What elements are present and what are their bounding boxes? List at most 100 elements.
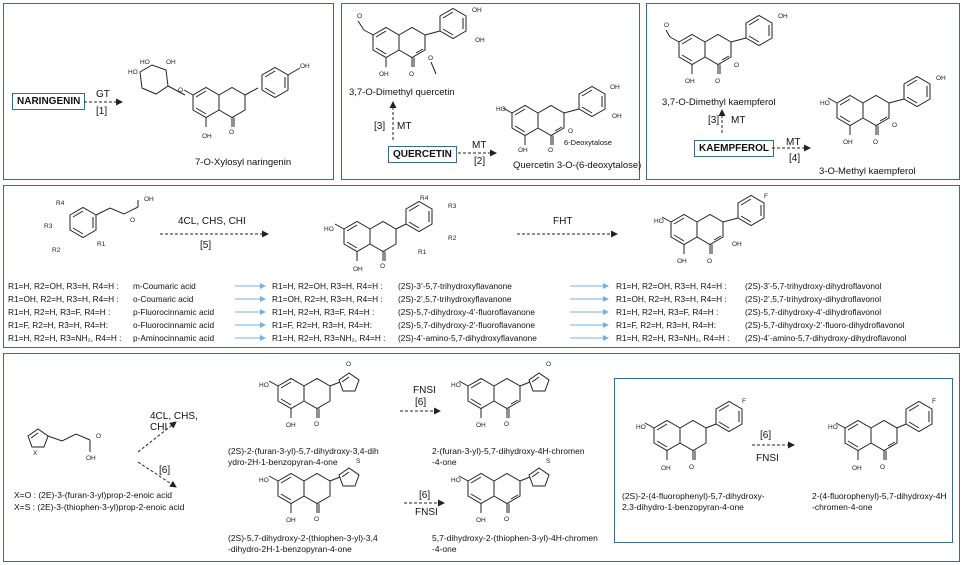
flavanonol-substituents: R1=H, R2=H, R3=NH₂, R4=H : <box>616 333 730 343</box>
svg-text:O: O <box>130 217 135 224</box>
furan-flavone-label: 2-(furan-3-yl)-5,7-dihydroxy-4H-chromen … <box>432 446 585 467</box>
svg-text:OH: OH <box>936 75 946 82</box>
cinnamic-enzymes-label: 4CL, CHS, CHI <box>178 216 246 227</box>
svg-text:R4: R4 <box>420 195 429 202</box>
svg-text:O: O <box>504 516 509 523</box>
furan-flavone-structure: HO O OH O <box>451 361 551 429</box>
svg-text:OH: OH <box>202 133 212 140</box>
cinnamic-acid-structure: R4 R3 R2 R1 OH O <box>44 196 154 254</box>
flavanonol-name: (2S)-4’-amino-5,7-dihydroxy-dihydroflavo… <box>745 333 907 343</box>
svg-text:OH: OH <box>518 147 528 154</box>
svg-text:O: O <box>689 464 694 471</box>
flavanone-substituents: R1=F, R2=H, R3=H, R4=H: <box>272 320 373 330</box>
svg-text:R2: R2 <box>52 247 61 254</box>
acid-name: o-Coumaric acid <box>133 294 194 304</box>
inner-step-6: [6] <box>760 430 772 441</box>
svg-text:R3: R3 <box>44 223 53 230</box>
xylosyl-naringenin-structure: HO HO OH O OH OH O <box>128 59 310 140</box>
thio-flavanone-label: (2S)-5,7-dihydroxy-2-(thiophen-3-yl)-3,4… <box>228 533 378 554</box>
svg-text:X: X <box>33 450 38 457</box>
svg-text:OH: OH <box>86 455 96 462</box>
quercetin-mt-step-3: [3] <box>374 121 386 132</box>
svg-text:O: O <box>428 55 433 62</box>
svg-text:OH: OH <box>612 113 622 120</box>
svg-text:O: O <box>548 147 553 154</box>
svg-text:O: O <box>229 129 234 136</box>
acid-name: p-Aminocinnamic acid <box>133 333 215 343</box>
substituent-pattern: R1=OH, R2=H, R3=H, R4=H : <box>8 294 119 304</box>
panel-heteroaryl-substrates <box>3 353 960 562</box>
dimethyl-kaempferol-structure: O OH OH O O <box>664 13 788 85</box>
panel-quercetin <box>341 3 640 180</box>
svg-text:OH: OH <box>661 465 671 472</box>
dimethyl-quercetin-structure: O OH OH OH O O <box>357 7 485 78</box>
furan-flavanone-label: (2S)-2-(furan-3-yl)-5,7-dihydroxy-3,4-di… <box>228 446 379 467</box>
svg-text:S: S <box>356 458 361 465</box>
svg-text:O: O <box>568 128 573 135</box>
substituted-flavanone-structure: HO R4 R3 R2 R1 OH O <box>324 195 457 273</box>
flavanonol-substituents: R1=F, R2=H, R3=H, R4=H: <box>616 320 717 330</box>
svg-text:OH: OH <box>843 139 853 146</box>
panel-cinnamic-substrates <box>3 185 960 348</box>
svg-text:OH: OH <box>353 266 363 273</box>
quercetin-deoxytalose-label: Quercetin 3-O-(6-deoxytalose) <box>513 160 642 171</box>
svg-text:O: O <box>178 87 183 94</box>
substituent-pattern: R1=H, R2=OH, R3=H, R4=H : <box>8 281 119 291</box>
svg-text:OH: OH <box>685 78 695 85</box>
fht-label: FHT <box>553 216 573 227</box>
svg-text:OH: OH <box>610 84 620 91</box>
flavanone-name: (2S)-5,7-dihydroxy-4’-fluoroflavanone <box>398 307 535 317</box>
fnsi-label-a: FNSI <box>413 385 436 396</box>
flavanone-name: (2S)-3’-5,7-trihydroxyflavanone <box>398 281 512 291</box>
svg-text:O: O <box>409 71 414 78</box>
substituent-pattern: R1=H, R2=H, R3=NH₂, R4=H : <box>8 333 122 343</box>
heteroaryl-enzymes-label: 4CL, CHS, CHI <box>150 411 198 433</box>
svg-text:HO: HO <box>259 477 269 484</box>
svg-text:HO: HO <box>820 100 830 107</box>
heteroaryl-acrylic-acid-structure: X OH O <box>27 428 101 462</box>
svg-text:HO: HO <box>128 69 138 76</box>
svg-text:F: F <box>764 193 768 200</box>
flavanonol-substituents: R1=H, R2=H, R3=F, R4=H : <box>616 307 719 317</box>
fluoro-flavonol-structure: HO F OH O OH <box>654 193 768 265</box>
cinnamic-step-5: [5] <box>200 240 212 251</box>
svg-text:HO: HO <box>636 424 646 431</box>
svg-text:OH: OH <box>476 422 486 429</box>
svg-text:O: O <box>873 139 878 146</box>
svg-text:O: O <box>504 421 509 428</box>
svg-text:O: O <box>707 258 712 265</box>
quercetin-deoxytalose-structure: HO OH OH OH O O <box>496 84 622 154</box>
thiophene-flavone-structure: HO S OH O <box>451 458 551 524</box>
fnsi-label-b: FNSI <box>415 507 438 518</box>
svg-text:HO: HO <box>324 226 334 233</box>
quercetin-mt-label-a: MT <box>397 121 412 132</box>
gt-enzyme-label: GT <box>96 89 110 100</box>
svg-text:OH: OH <box>475 37 485 44</box>
svg-text:O: O <box>664 22 669 29</box>
svg-text:HO: HO <box>654 218 664 225</box>
substituent-pattern: R1=F, R2=H, R3=H, R4=H: <box>8 320 109 330</box>
svg-text:O: O <box>314 516 319 523</box>
kaempferol-step-4: [4] <box>789 153 801 164</box>
panel-kaempferol <box>646 3 960 180</box>
flavanonol-substituents: R1=OH, R2=H, R3=H, R4=H : <box>616 294 727 304</box>
svg-text:OH: OH <box>677 258 687 265</box>
svg-text:O: O <box>880 464 885 471</box>
flavanonol-name: (2S)-2’,5,7-trihydroxy-dihydroflavonol <box>745 294 882 304</box>
svg-text:O: O <box>314 421 319 428</box>
methyl-kaempferol-label: 3-O-Methyl kaempferol <box>819 166 916 177</box>
svg-text:O: O <box>892 122 897 129</box>
svg-text:OH: OH <box>286 422 296 429</box>
flavanone-substituents: R1=H, R2=H, R3=NH₂, R4=H : <box>272 333 386 343</box>
svg-text:HO: HO <box>496 106 506 113</box>
acid-name: m-Coumaric acid <box>133 281 196 291</box>
flavanonol-name: (2S)-3’-5,7-trihydroxy-dihydroflavonol <box>745 281 882 291</box>
dimethyl-quercetin-label: 3,7-O-Dimethyl quercetin <box>349 87 455 98</box>
svg-text:HO: HO <box>828 424 838 431</box>
svg-text:O: O <box>380 263 385 270</box>
svg-text:OH: OH <box>144 196 154 203</box>
fnsi-step-b: [6] <box>419 490 431 501</box>
svg-text:HO: HO <box>259 382 269 389</box>
svg-text:OH: OH <box>732 241 742 248</box>
